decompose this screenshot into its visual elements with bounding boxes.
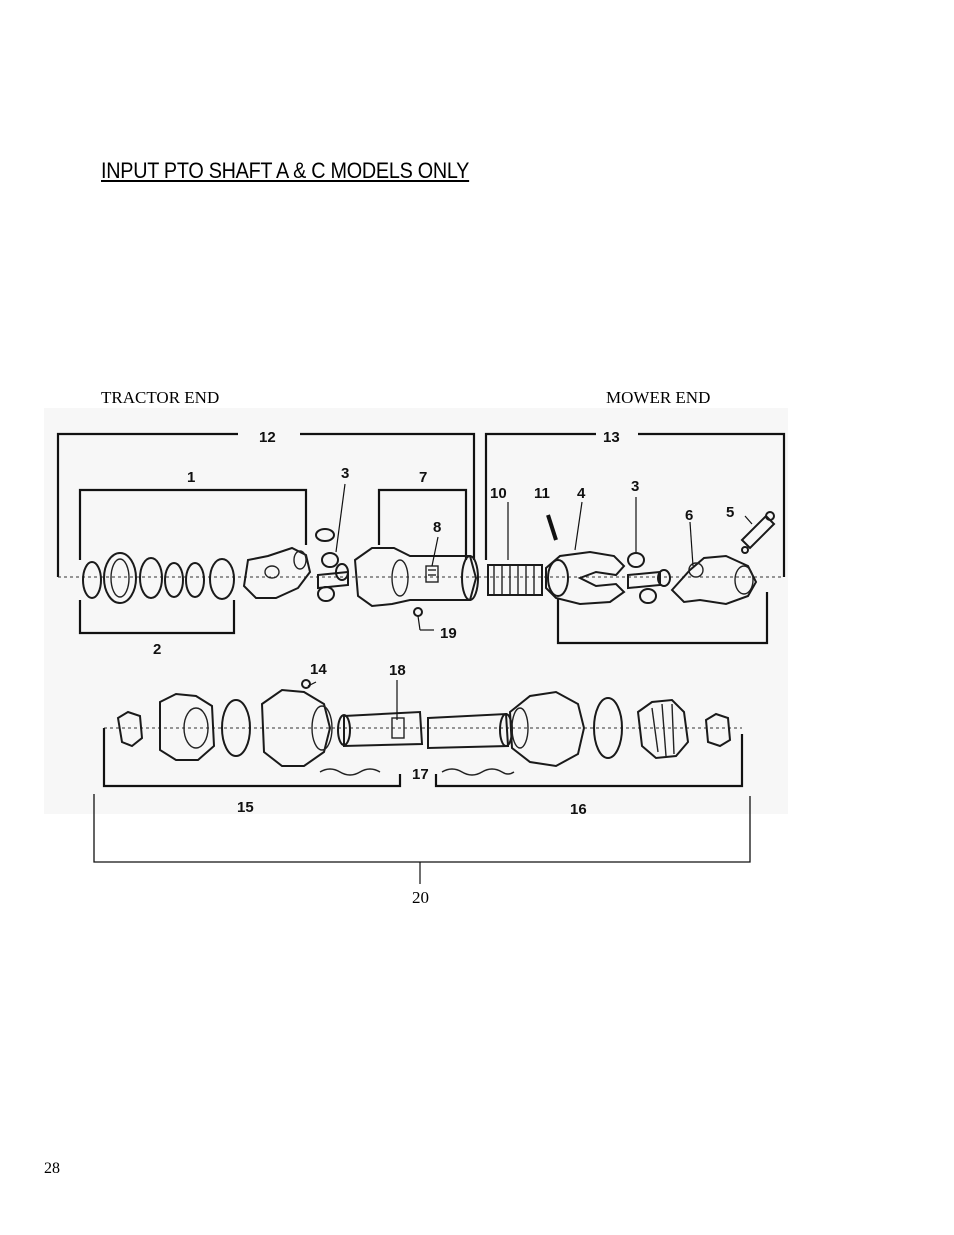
page-number: 28: [44, 1160, 60, 1177]
callout-12: 12: [259, 429, 276, 446]
callout-11: 11: [534, 485, 550, 502]
bracket-20: [93, 794, 751, 863]
mower-end-yoke: [670, 554, 758, 606]
bracket-12: [56, 432, 476, 577]
callout-6: 6: [685, 507, 693, 524]
shield-cone-left: [116, 692, 251, 761]
shield-cone-right: [636, 698, 732, 760]
callout-13: 13: [603, 429, 620, 446]
callout-18: 18: [389, 662, 406, 679]
shield-tube-outer: [337, 710, 424, 748]
shield-bell-right: [508, 690, 623, 768]
bracket-1: [78, 488, 308, 560]
callout-16: 16: [570, 801, 587, 818]
upper-leader-lines: [335, 483, 753, 631]
callout-15: 15: [237, 799, 254, 816]
callout-10: 10: [490, 485, 507, 502]
tractor-end-label: TRACTOR END: [101, 388, 220, 407]
cross-bearing-left: [315, 528, 349, 602]
callout-17: 17: [412, 766, 429, 783]
callout-3-right: 3: [631, 478, 639, 495]
assembly-label: 20: [412, 888, 429, 907]
callout-5: 5: [726, 504, 734, 521]
callout-1: 1: [187, 469, 195, 486]
bracket-16: [434, 734, 744, 788]
page-title: INPUT PTO SHAFT A & C MODELS ONLY: [101, 158, 470, 183]
callout-14: 14: [310, 661, 327, 678]
safety-chains: [319, 768, 515, 776]
bracket-mower-yoke: [556, 592, 769, 645]
callout-19: 19: [440, 625, 457, 642]
mower-end-label: MOWER END: [606, 388, 711, 407]
lower-leader-lines: [307, 680, 398, 720]
bracket-7: [377, 488, 468, 560]
tractor-yoke: [242, 546, 312, 599]
callout-4: 4: [577, 485, 586, 502]
cross-bearing-right: [627, 552, 671, 604]
bracket-13: [484, 432, 786, 577]
callout-3-left: 3: [341, 465, 349, 482]
diagram-background: [44, 408, 788, 814]
callout-7: 7: [419, 469, 427, 486]
shield-bell-left: [260, 679, 333, 767]
callout-8: 8: [433, 519, 441, 536]
grease-fitting: [740, 511, 776, 554]
splined-shaft: [487, 564, 543, 596]
bracket-15: [102, 728, 402, 788]
mower-yoke: [545, 550, 626, 606]
bracket-2: [78, 600, 236, 635]
tractor-end-rings: [82, 552, 235, 604]
pin: [546, 514, 558, 541]
callout-2: 2: [153, 641, 161, 658]
